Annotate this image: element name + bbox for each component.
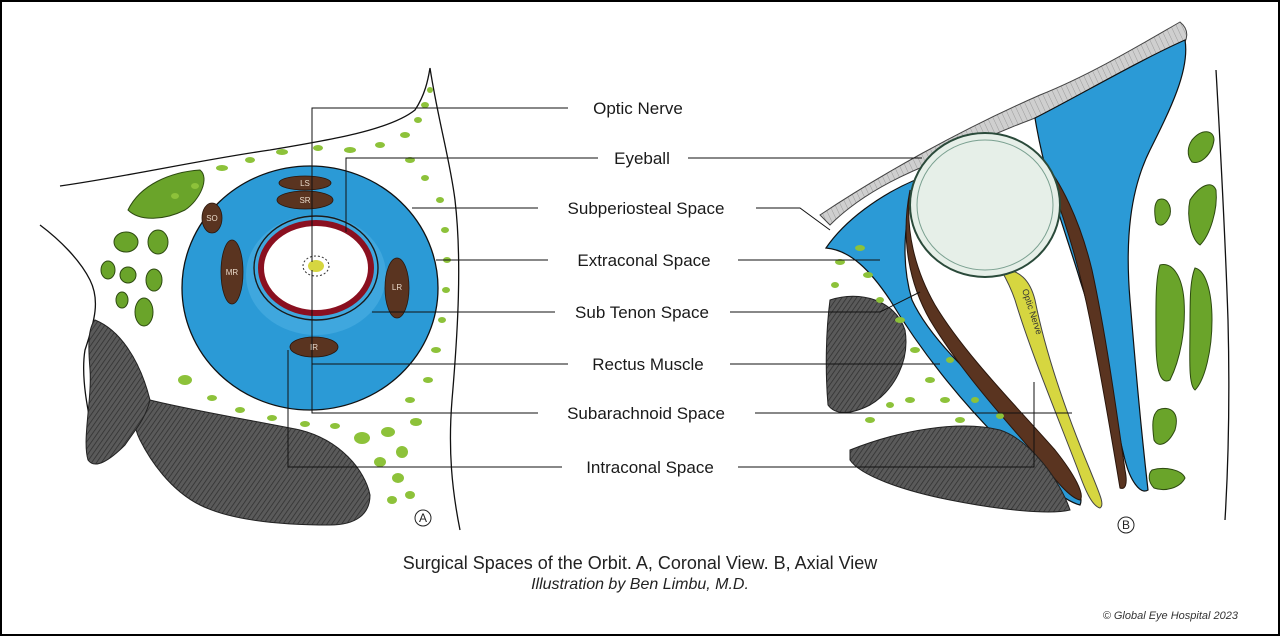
label-subarachnoid-space: Subarachnoid Space	[567, 404, 725, 423]
label-extraconal-space: Extraconal Space	[577, 251, 710, 270]
muscle-label-sr: SR	[299, 196, 310, 205]
coronal-nasal-bone	[86, 320, 150, 464]
axial-lateral-wall	[1216, 70, 1229, 520]
label-rectus-muscle: Rectus Muscle	[592, 355, 703, 374]
muscle-label-ls: LS	[300, 179, 310, 188]
muscle-label-lr: LR	[392, 283, 402, 292]
axial-eyeball	[910, 133, 1060, 277]
caption-credit: Illustration by Ben Limbu, M.D.	[0, 574, 1280, 596]
label-eyeball: Eyeball	[614, 149, 670, 168]
optic-nerve-cross-section	[308, 260, 324, 272]
coronal-view: LS SR SO MR LR IR A	[40, 68, 460, 530]
caption-title: Surgical Spaces of the Orbit. A, Coronal…	[403, 553, 878, 573]
panel-a-letter: A	[419, 511, 427, 525]
axial-ethmoid-bone	[826, 296, 906, 412]
label-subperiosteal-space: Subperiosteal Space	[568, 199, 725, 218]
figure-caption: Surgical Spaces of the Orbit. A, Coronal…	[0, 552, 1280, 596]
label-optic-nerve: Optic Nerve	[593, 99, 683, 118]
muscle-label-ir: IR	[310, 343, 318, 352]
muscle-label-mr: MR	[226, 268, 239, 277]
axial-lateral-cells	[1149, 132, 1216, 490]
panel-b-letter: B	[1122, 518, 1130, 532]
axial-view: Optic Nerve B	[820, 22, 1229, 533]
label-sub-tenon-space: Sub Tenon Space	[575, 303, 709, 322]
coronal-maxilla-bone	[135, 400, 370, 525]
copyright-notice: © Global Eye Hospital 2023	[1103, 610, 1238, 622]
label-intraconal-space: Intraconal Space	[586, 458, 714, 477]
muscle-label-so: SO	[206, 214, 218, 223]
